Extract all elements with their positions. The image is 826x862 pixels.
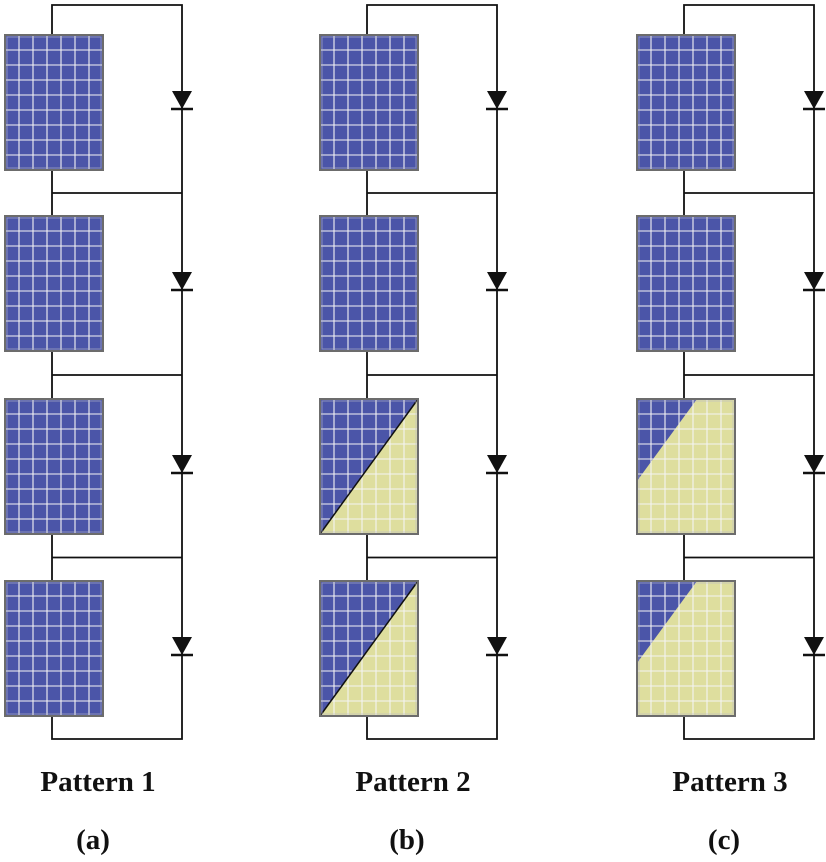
module-cells	[320, 35, 418, 170]
bypass-diode-icon	[487, 272, 507, 290]
loop-wire	[366, 4, 498, 740]
solar-module-1-1	[4, 34, 104, 171]
solar-module-3-4	[636, 580, 736, 717]
cell-grid	[637, 35, 735, 170]
cell-grid	[320, 581, 418, 716]
cell-grid	[5, 216, 103, 351]
module-bevel	[6, 582, 102, 715]
subfigure-b-label: (b)	[389, 824, 425, 856]
bypass-diode-icon	[804, 272, 824, 290]
solar-module-2-1	[319, 34, 419, 171]
module-bevel	[321, 36, 417, 169]
module-frame	[4, 215, 104, 352]
solar-module-2-2	[319, 215, 419, 352]
subfigure-c-label: (c)	[707, 824, 741, 856]
module-frame	[636, 215, 736, 352]
module-cells	[5, 216, 103, 351]
module-bevel	[6, 400, 102, 533]
cell-grid	[320, 35, 418, 170]
cell-grid	[637, 581, 735, 716]
module-bevel	[638, 582, 734, 715]
module-cells	[637, 216, 735, 351]
loop-wire	[51, 4, 183, 740]
module-bevel	[6, 36, 102, 169]
shade-boundary	[319, 580, 419, 717]
shaded-area	[637, 581, 735, 716]
pattern-1-group	[4, 4, 193, 740]
module-cells	[637, 35, 735, 170]
module-cells	[5, 581, 103, 716]
cell-grid	[5, 581, 103, 716]
module-frame	[319, 580, 419, 717]
bypass-diode-icon	[487, 455, 507, 473]
module-bevel	[321, 400, 417, 533]
solar-module-2-3	[319, 398, 419, 535]
module-frame	[636, 34, 736, 171]
bypass-diode-icon	[804, 455, 824, 473]
module-cells	[5, 399, 103, 534]
module-frame	[636, 398, 736, 535]
cell-grid	[5, 399, 103, 534]
module-frame	[4, 34, 104, 171]
bypass-diode-icon	[172, 91, 192, 109]
module-frame	[319, 398, 419, 535]
cell-grid	[320, 399, 418, 534]
module-bevel	[6, 217, 102, 350]
bypass-diode-icon	[172, 637, 192, 655]
module-bevel	[638, 217, 734, 350]
module-frame	[4, 580, 104, 717]
module-bevel	[321, 217, 417, 350]
solar-module-3-1	[636, 34, 736, 171]
loop-wire	[683, 4, 815, 740]
bypass-diode-icon	[487, 637, 507, 655]
cell-grid	[637, 399, 735, 534]
subfigure-a-label: (a)	[76, 824, 110, 856]
solar-module-3-2	[636, 215, 736, 352]
solar-module-1-4	[4, 580, 104, 717]
cell-grid	[5, 35, 103, 170]
cell-grid	[637, 216, 735, 351]
pattern-3-group	[636, 4, 825, 740]
module-bevel	[638, 400, 734, 533]
module-frame	[4, 398, 104, 535]
solar-module-3-3	[636, 398, 736, 535]
bypass-diode-icon	[804, 91, 824, 109]
module-cells	[320, 216, 418, 351]
shaded-area	[637, 399, 735, 534]
cell-grid	[320, 216, 418, 351]
pattern-3-label: Pattern 3	[672, 766, 788, 798]
solar-module-2-4	[319, 580, 419, 717]
module-bevel	[321, 582, 417, 715]
bypass-diode-icon	[172, 455, 192, 473]
solar-module-1-2	[4, 215, 104, 352]
bypass-diode-icon	[487, 91, 507, 109]
module-cells	[5, 35, 103, 170]
solar-module-1-3	[4, 398, 104, 535]
shade-boundary	[319, 398, 419, 535]
bypass-diode-icon	[172, 272, 192, 290]
bypass-diode-icon	[804, 637, 824, 655]
pattern-2-label: Pattern 2	[355, 766, 471, 798]
module-frame	[319, 34, 419, 171]
module-frame	[636, 580, 736, 717]
module-bevel	[638, 36, 734, 169]
pattern-2-group	[319, 4, 508, 740]
module-frame	[319, 215, 419, 352]
pattern-1-label: Pattern 1	[40, 766, 156, 798]
